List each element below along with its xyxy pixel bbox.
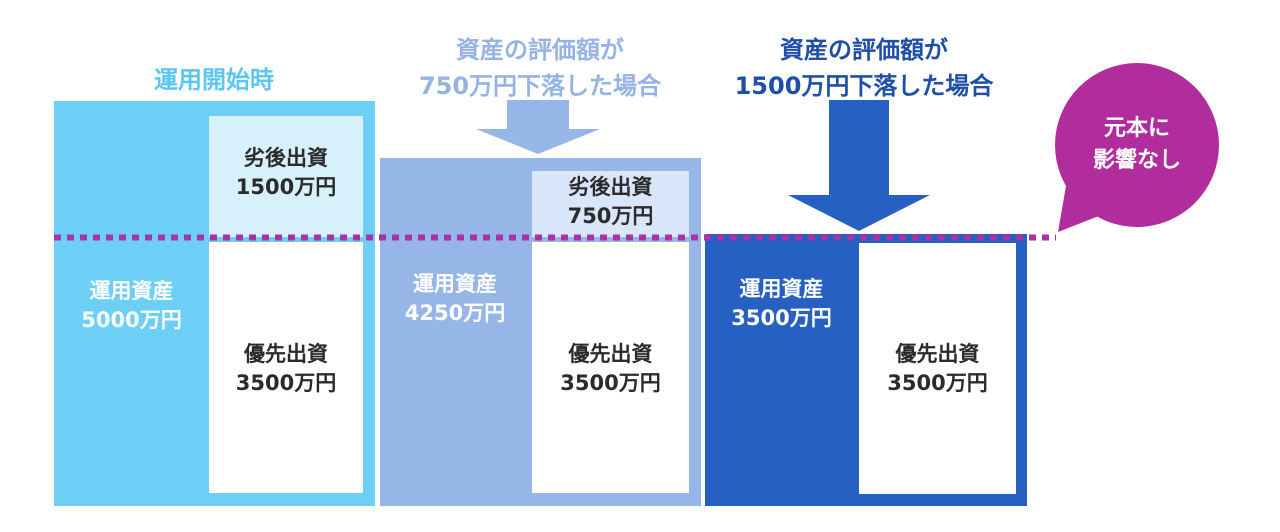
- title-drop1500-line1: 資産の評価額が: [780, 36, 948, 64]
- badge-bubble: [1055, 63, 1219, 227]
- badge-label-line2: 影響なし: [1092, 148, 1181, 173]
- assets-label-drop750-line1: 運用資産: [413, 272, 497, 296]
- subordinated-label-drop750: 劣後出資 750万円: [532, 173, 689, 231]
- assets-label-start: 運用資産 5000万円: [54, 277, 209, 335]
- subordinated-label-start-line1: 劣後出資: [244, 146, 328, 170]
- senior-label-start-line1: 優先出資: [244, 342, 328, 366]
- subordinated-label-start-line2: 1500万円: [235, 175, 337, 199]
- senior-box-drop750: [532, 242, 689, 493]
- assets-label-drop1500-line1: 運用資産: [739, 277, 824, 301]
- senior-label-start-line2: 3500万円: [235, 371, 337, 395]
- title-drop750: 資産の評価額が 750万円下落した場合: [380, 32, 700, 104]
- title-drop750-line2: 750万円下落した場合: [418, 72, 662, 100]
- senior-label-drop750-line1: 優先出資: [568, 342, 653, 366]
- assets-label-drop1500-line2: 3500万円: [731, 306, 832, 330]
- subordinated-box-drop750: [532, 171, 689, 237]
- subordinated-label-drop750-line1: 劣後出資: [568, 175, 653, 199]
- title-drop750-line1: 資産の評価額が: [456, 36, 624, 64]
- assets-label-drop750-line2: 4250万円: [404, 301, 506, 325]
- arrow-down-icon-1500: [788, 100, 930, 231]
- assets-label-start-line1: 運用資産: [89, 279, 174, 303]
- arrow-down-icon-750: [476, 100, 600, 154]
- senior-label-drop750: 優先出資 3500万円: [532, 340, 689, 398]
- subordinated-label-start: 劣後出資 1500万円: [209, 144, 363, 202]
- badge-tail: [1058, 186, 1104, 232]
- senior-label-drop750-line2: 3500万円: [560, 371, 661, 395]
- title-start: 運用開始時: [154, 66, 274, 94]
- title-drop1500-line2: 1500万円下落した場合: [734, 72, 994, 100]
- badge-label-line1: 元本に: [1103, 116, 1170, 141]
- assets-label-start-line2: 5000万円: [81, 308, 182, 332]
- assets-label-drop1500: 運用資産 3500万円: [705, 275, 858, 333]
- senior-label-drop1500: 優先出資 3500万円: [859, 340, 1016, 398]
- senior-label-start: 優先出資 3500万円: [209, 340, 363, 398]
- senior-box-drop1500: [859, 243, 1016, 494]
- senior-label-drop1500-line2: 3500万円: [887, 371, 988, 395]
- subordinated-label-drop750-line2: 750万円: [567, 204, 654, 228]
- badge-label: 元本に 影響なし: [1055, 113, 1219, 177]
- assets-label-drop750: 運用資産 4250万円: [380, 270, 530, 328]
- senior-label-drop1500-line1: 優先出資: [895, 342, 980, 366]
- subordinated-box-start: [209, 116, 363, 237]
- title-drop1500: 資産の評価額が 1500万円下落した場合: [704, 32, 1024, 104]
- senior-box-start: [209, 242, 363, 493]
